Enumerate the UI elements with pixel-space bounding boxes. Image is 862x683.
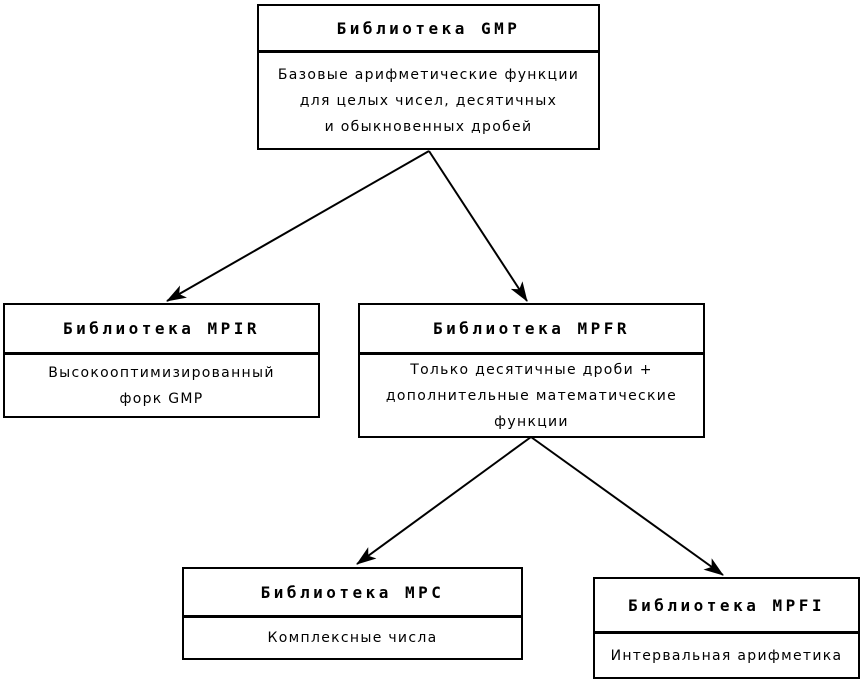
node-gmp-title: Библиотека GMP (259, 6, 598, 53)
edge-gmp-mpir (166, 150, 430, 302)
node-mpfr-title: Библиотека MPFR (360, 305, 703, 355)
node-mpc-title: Библиотека MPC (184, 569, 521, 618)
node-gmp: Библиотека GMP Базовые арифметические фу… (257, 4, 600, 150)
node-mpfi-body: Интервальная арифметика (610, 647, 843, 664)
edge-gmp-mpfr (428, 150, 528, 302)
node-mpir: Библиотека MPIR Высокооптимизированный ф… (3, 303, 320, 418)
node-mpir-body: Высокооптимизированный форк GMP (48, 364, 275, 407)
node-mpfr-body: Только десятичные дроби + дополнительные… (385, 361, 678, 430)
node-mpc-body: Комплексные числа (267, 630, 438, 646)
edge-mpfr-mpfi (530, 436, 724, 576)
node-mpfi: Библиотека MPFI Интервальная арифметика (593, 577, 860, 679)
node-gmp-body: Базовые арифметические функции для целых… (277, 66, 580, 135)
edge-mpfr-mpc (356, 436, 532, 565)
node-mpfi-title: Библиотека MPFI (595, 579, 858, 634)
node-mpir-title: Библиотека MPIR (5, 305, 318, 355)
node-mpc: Библиотека MPC Комплексные числа (182, 567, 523, 660)
node-mpfr: Библиотека MPFR Только десятичные дроби … (358, 303, 705, 438)
